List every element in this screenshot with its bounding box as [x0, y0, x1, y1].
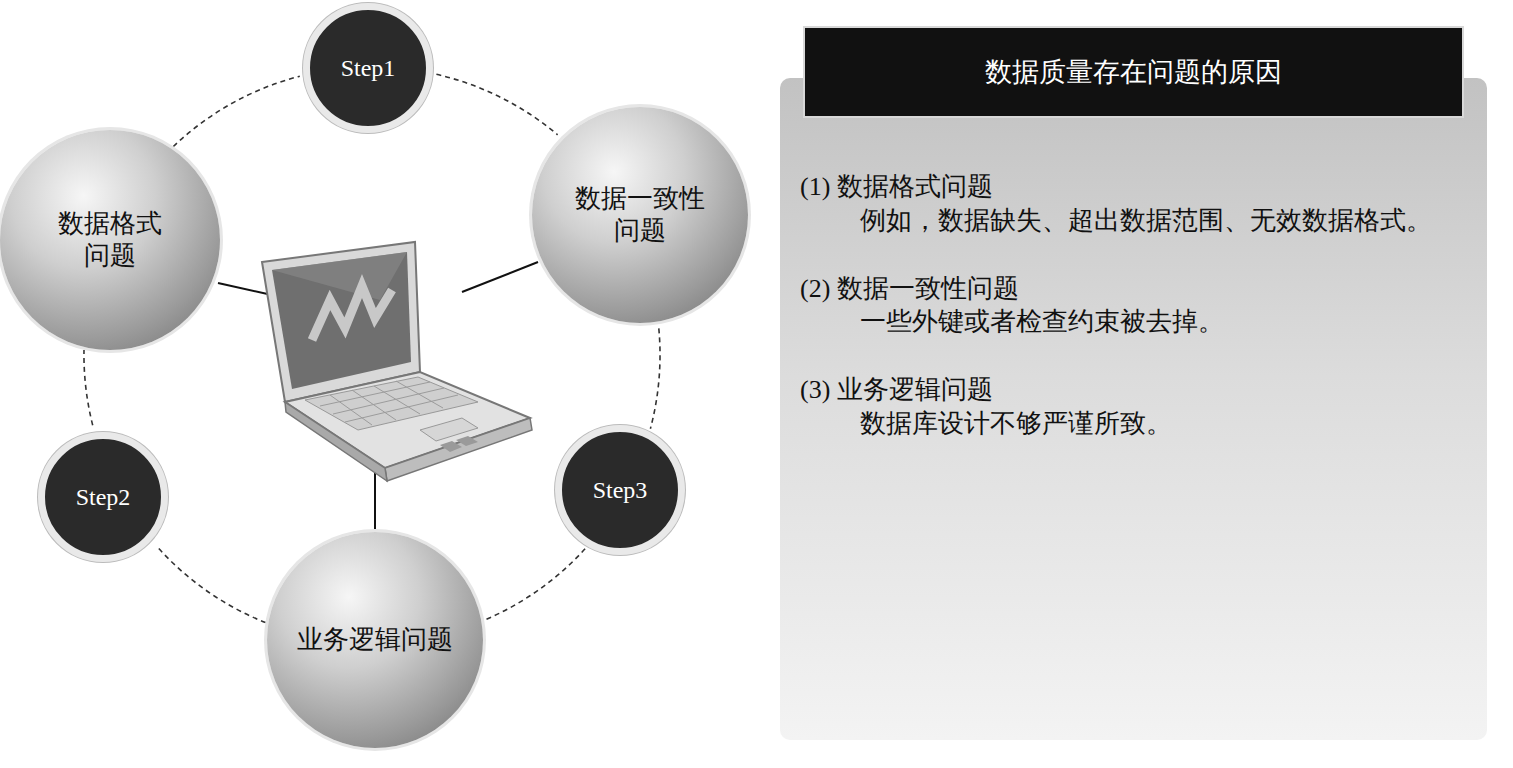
dashed-ring-connector — [484, 549, 585, 621]
topic-sphere: 数据格式问题 — [0, 130, 220, 350]
topic-label: 数据一致性问题 — [571, 183, 709, 248]
title-text: 数据质量存在问题的原因 — [985, 54, 1282, 90]
dashed-ring-connector — [157, 546, 266, 623]
item-text: 例如，数据缺失、超出数据范围、无效数据格式。 — [800, 204, 1457, 238]
topic-label: 数据格式问题 — [54, 208, 166, 273]
topic-sphere: 业务逻辑问题 — [267, 532, 483, 748]
item-heading: (3) 业务逻辑问题 — [800, 373, 1457, 407]
label-group: Step3 — [593, 477, 648, 504]
dashed-ring-connector — [173, 76, 299, 146]
dashed-ring-connector — [84, 350, 93, 425]
item-text: 数据库设计不够严谨所致。 — [800, 407, 1457, 441]
item-heading: (2) 数据一致性问题 — [800, 272, 1457, 306]
step-label: Step3 — [593, 477, 648, 504]
dashed-ring-connector — [650, 328, 660, 428]
step-circle: Step3 — [555, 425, 685, 555]
label-group: Step1 — [341, 55, 396, 82]
item-text: 一些外键或者检查约束被去掉。 — [800, 305, 1457, 339]
label-group: 业务逻辑问题 — [297, 624, 453, 657]
reason-panel: (1) 数据格式问题例如，数据缺失、超出数据范围、无效数据格式。 (2) 数据一致… — [780, 78, 1487, 740]
title-band: 数据质量存在问题的原因 — [805, 28, 1462, 116]
topic-label: 业务逻辑问题 — [297, 624, 453, 657]
step-label: Step2 — [76, 484, 131, 511]
label-group: 数据格式问题 — [54, 208, 166, 273]
step-label: Step1 — [341, 55, 396, 82]
step-circle: Step2 — [38, 432, 168, 562]
label-group: 数据一致性问题 — [571, 183, 709, 248]
item-heading: (1) 数据格式问题 — [800, 170, 1457, 204]
topic-sphere: 数据一致性问题 — [532, 107, 748, 323]
step-circle: Step1 — [303, 3, 433, 133]
label-group: Step2 — [76, 484, 131, 511]
dashed-ring-connector — [436, 74, 557, 135]
